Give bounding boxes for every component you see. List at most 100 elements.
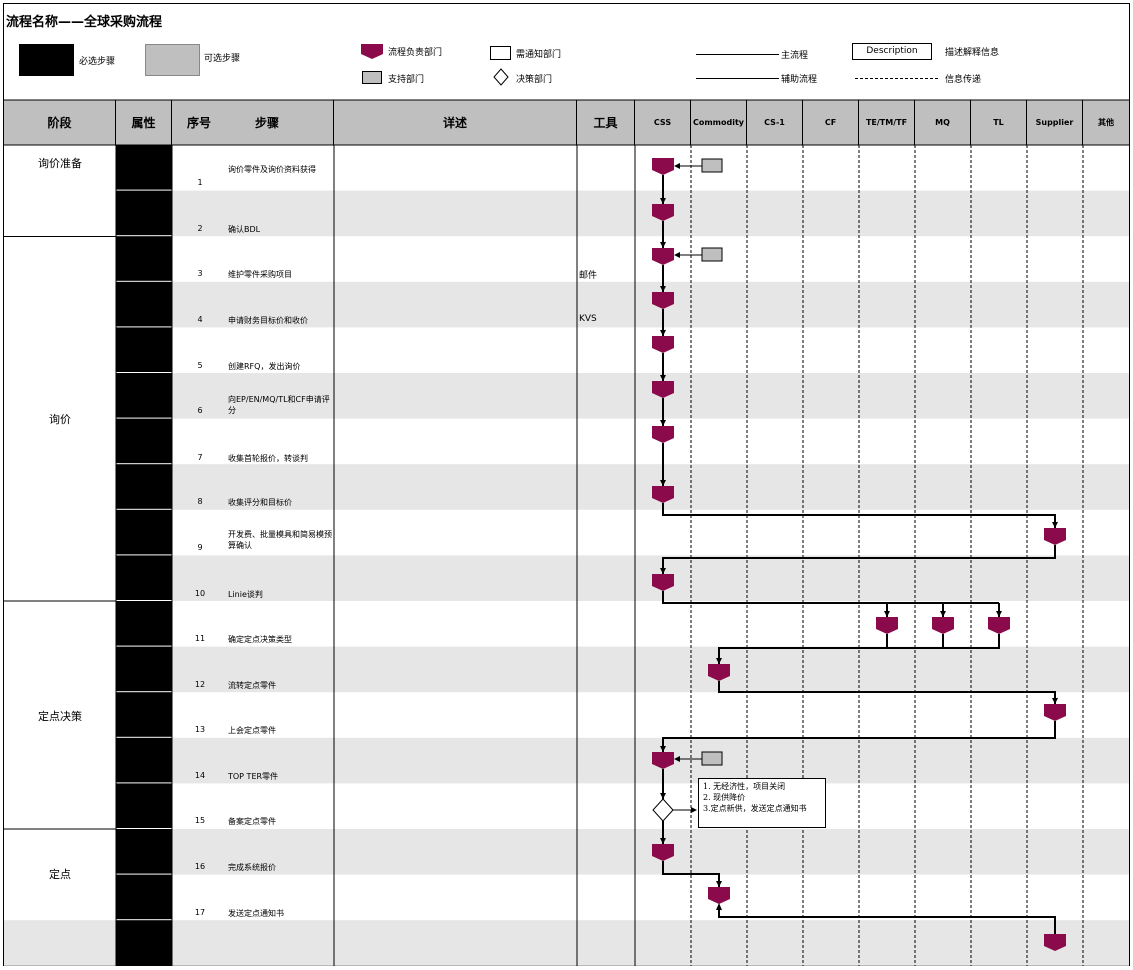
attribute-block bbox=[116, 555, 172, 600]
legend-decision-label: 决策部门 bbox=[516, 75, 553, 85]
step-num: 7 bbox=[197, 453, 203, 462]
header-step: 步骤 bbox=[255, 116, 280, 130]
header-lane-te: TE/TM/TF bbox=[859, 100, 915, 145]
step-text: TOP TER零件 bbox=[228, 772, 279, 781]
responsible-shape bbox=[932, 617, 954, 634]
header-seq: 序号 bbox=[187, 116, 212, 130]
responsible-shape bbox=[652, 292, 674, 309]
row-band bbox=[172, 281, 1129, 328]
arrow-head bbox=[691, 807, 697, 813]
flow-line bbox=[662, 721, 1056, 752]
arrow-head bbox=[660, 330, 666, 336]
row-band bbox=[172, 829, 1129, 875]
arrow-head bbox=[674, 252, 680, 258]
step-text: 发送定点通知书 bbox=[228, 909, 284, 918]
legend-support-icon bbox=[362, 71, 382, 84]
responsible-shape bbox=[652, 248, 674, 265]
step-text: 收集首轮报价，转谈判 bbox=[228, 454, 308, 463]
stage-label-nomination: 定点 bbox=[49, 868, 71, 881]
arrow-head bbox=[716, 903, 722, 910]
support-shape bbox=[701, 247, 723, 262]
step-num: 15 bbox=[194, 816, 206, 825]
step-text: 上会定点零件 bbox=[228, 726, 276, 735]
step-text: 备案定点零件 bbox=[228, 817, 276, 826]
step-num: 5 bbox=[197, 361, 203, 370]
step-text: Linie谈判 bbox=[228, 590, 263, 599]
legend-required-swatch bbox=[19, 44, 74, 76]
responsible-shape bbox=[876, 617, 898, 634]
step-num: 10 bbox=[194, 589, 206, 598]
legend-aux-flow-label: 辅助流程 bbox=[781, 75, 818, 85]
row-band bbox=[172, 646, 1129, 693]
decision-outcome-3: 3.定点新供，发送定点通知书 bbox=[703, 804, 807, 813]
attribute-block bbox=[116, 418, 172, 464]
legend-notify-label: 需通知部门 bbox=[516, 50, 562, 60]
support-shape bbox=[701, 751, 723, 766]
responsible-shape bbox=[652, 204, 674, 221]
legend-responsible-icon bbox=[361, 44, 383, 59]
arrow-head bbox=[660, 420, 666, 426]
attribute-block bbox=[116, 737, 172, 783]
responsible-shape bbox=[652, 574, 674, 591]
legend-info-label: 信息传递 bbox=[945, 75, 982, 85]
step-text: 收集评分和目标价 bbox=[228, 498, 292, 507]
step-num: 3 bbox=[197, 269, 203, 278]
attribute-block bbox=[116, 874, 172, 920]
header-lane-supplier: Supplier bbox=[1027, 100, 1083, 145]
arrow-head bbox=[660, 793, 666, 799]
step-text: 确定定点决策类型 bbox=[228, 635, 292, 644]
step-num: 4 bbox=[197, 315, 203, 324]
page-title: 流程名称——全球采购流程 bbox=[6, 15, 163, 30]
attribute-block bbox=[116, 692, 172, 737]
arrow-head bbox=[674, 756, 680, 762]
header-lane-css: CSS bbox=[635, 100, 691, 145]
responsible-shape bbox=[1044, 528, 1066, 545]
step-text: 询价零件及询价资料获得 bbox=[228, 165, 316, 174]
responsible-shape bbox=[708, 887, 730, 904]
header-lane-mq: MQ bbox=[915, 100, 971, 145]
row-band bbox=[172, 190, 1129, 237]
arrow-head bbox=[660, 838, 666, 844]
step-text: 确认BDL bbox=[228, 225, 261, 234]
stage-label-prep: 询价准备 bbox=[38, 157, 82, 170]
step-tool: 邮件 bbox=[579, 271, 598, 281]
arrow-head bbox=[660, 375, 666, 381]
support-shape bbox=[701, 158, 723, 173]
legend-notify-icon bbox=[490, 46, 511, 60]
step-text: 申请财务目标价和收价 bbox=[228, 316, 308, 325]
legend-responsible-label: 流程负责部门 bbox=[388, 48, 443, 58]
row-band bbox=[172, 373, 1129, 419]
step-num: 9 bbox=[197, 543, 203, 552]
row-band bbox=[172, 920, 1129, 966]
responsible-shape bbox=[1044, 934, 1066, 951]
legend-required-label: 必选步骤 bbox=[79, 57, 116, 67]
arrow-head bbox=[1052, 522, 1058, 528]
step-text: 完成系统报价 bbox=[228, 863, 276, 872]
attribute-block bbox=[116, 145, 172, 190]
legend-main-flow-line bbox=[696, 54, 779, 55]
responsible-shape bbox=[652, 336, 674, 353]
header-stage: 阶段 bbox=[4, 100, 116, 145]
decision-outcome-2: 2. 现供降价 bbox=[703, 793, 746, 802]
attribute-block bbox=[116, 464, 172, 509]
arrow-head bbox=[940, 611, 946, 617]
row-band bbox=[172, 555, 1129, 601]
legend-description-box: Description bbox=[852, 43, 932, 60]
step-tool: KVS bbox=[579, 314, 597, 324]
arrow-head bbox=[660, 286, 666, 292]
responsible-shape bbox=[652, 486, 674, 503]
row-band bbox=[172, 737, 1129, 784]
attribute-block bbox=[116, 601, 172, 646]
row-band bbox=[172, 464, 1129, 510]
flow-line bbox=[662, 861, 720, 887]
attribute-block bbox=[116, 646, 172, 692]
arrow-head bbox=[674, 163, 680, 169]
attribute-block bbox=[116, 783, 172, 828]
arrow-head bbox=[996, 611, 1002, 617]
header-lane-cf: CF bbox=[803, 100, 859, 145]
legend-optional-label: 可选步骤 bbox=[204, 54, 241, 64]
row-band bbox=[4, 920, 116, 966]
step-num: 13 bbox=[194, 725, 206, 734]
legend-optional-swatch bbox=[145, 44, 200, 76]
attribute-block bbox=[116, 327, 172, 372]
